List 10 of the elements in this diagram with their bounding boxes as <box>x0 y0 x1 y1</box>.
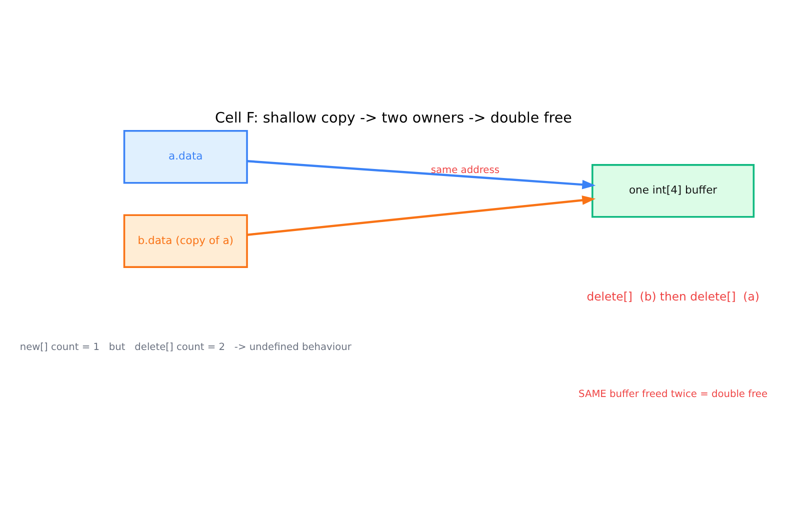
diagram-title: Cell F: shallow copy -> two owners -> double free <box>215 110 572 127</box>
label: new[] count = 1 but delete[] count = 2 -> undefined behaviour <box>20 342 352 354</box>
label: SAME buffer freed twice = double free <box>578 388 768 400</box>
node-box: one int[4] buffer <box>592 164 755 218</box>
arrow <box>246 160 596 190</box>
arrow <box>246 196 596 236</box>
label: delete[] (b) then delete[] (a) <box>586 290 760 304</box>
node-box: a.data <box>123 130 248 184</box>
node-box: b.data (copy of a) <box>123 214 248 268</box>
edge-label: same address <box>430 164 500 176</box>
